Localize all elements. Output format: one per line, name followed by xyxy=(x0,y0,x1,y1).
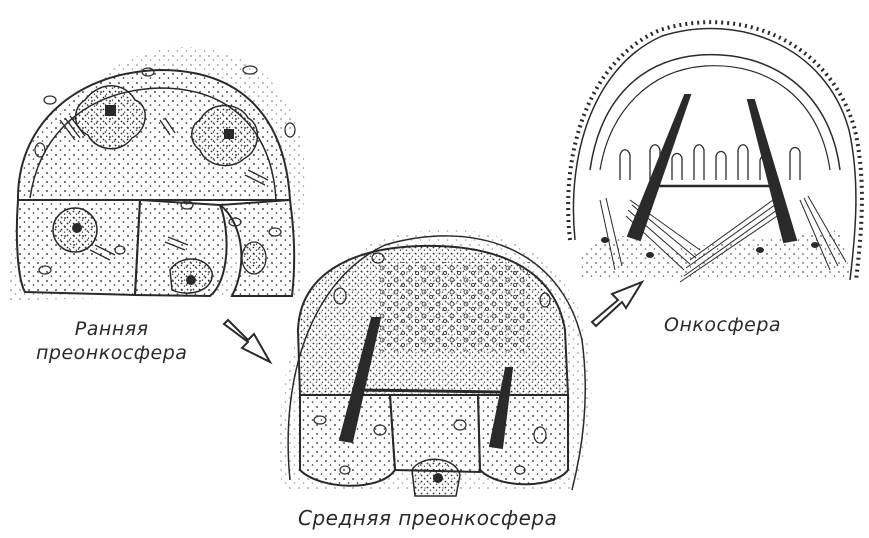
label-early-preoncosphere: Ранняя преонкосфера xyxy=(36,318,187,366)
label-oncosphere: Онкосфера xyxy=(664,314,781,338)
early-preoncosphere-drawing xyxy=(10,47,305,300)
middle-preoncosphere-drawing xyxy=(279,229,591,496)
oncosphere-drawing xyxy=(568,22,862,282)
arrow-early-to-middle xyxy=(224,320,270,362)
arrow-middle-to-oncosphere xyxy=(592,282,642,326)
label-early-line2: преонкосфера xyxy=(36,342,187,366)
label-early-line1: Ранняя xyxy=(36,318,187,342)
label-middle-preoncosphere: Средняя преонкосфера xyxy=(298,506,557,531)
